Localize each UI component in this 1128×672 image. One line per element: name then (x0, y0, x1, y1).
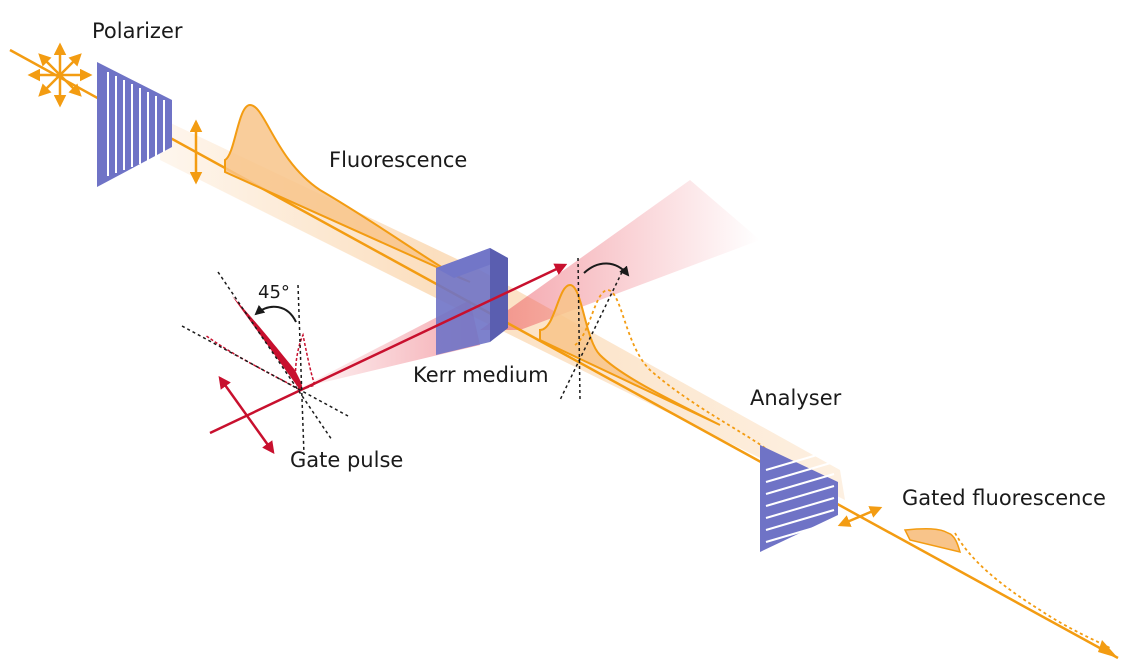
polarizer (97, 62, 172, 187)
analyser (760, 445, 838, 552)
fluorescence-label: Fluorescence (329, 148, 467, 172)
gated-fluorescence-pulse (903, 528, 962, 554)
kerr-medium (436, 248, 508, 355)
kerr-medium-label: Kerr medium (413, 363, 549, 387)
gate-beam-cone-out (480, 180, 760, 330)
gate-polarization-arrow (218, 375, 275, 455)
gate-axis-lines (181, 271, 349, 456)
fluorescence-decay-curve (224, 103, 471, 283)
kerr-rotation-arrow (583, 262, 630, 277)
gate-rotation-arrow (254, 304, 297, 323)
gated-fluorescence-tail-dotted (954, 532, 1111, 649)
analyser-label: Analyser (750, 386, 842, 410)
gate-beam-cone-in (300, 300, 480, 388)
gate-pulse-label: Gate pulse (290, 448, 403, 472)
fluorescence-beam-line (9, 48, 1119, 660)
gated-fluorescence-label: Gated fluorescence (902, 486, 1106, 510)
angle-label: 45° (258, 282, 290, 303)
analyser-polarization-arrow (837, 506, 883, 527)
unpolarized-light-icon (27, 42, 93, 108)
rotated-fluorescence-dotted (574, 289, 766, 449)
polarizer-label: Polarizer (92, 19, 183, 43)
beam-end-arrowhead (1098, 640, 1118, 658)
